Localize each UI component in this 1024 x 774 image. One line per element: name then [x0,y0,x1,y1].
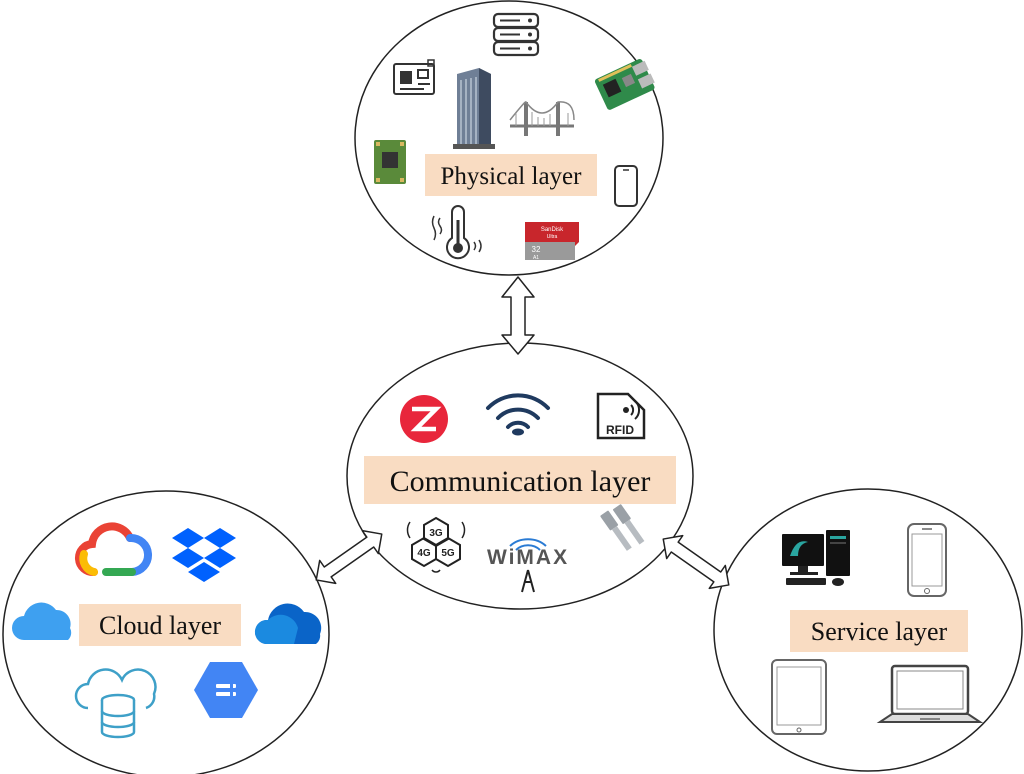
sensor-chip-icon [374,140,406,184]
physical-layer-label-box [425,154,597,196]
service-layer-label-box [790,610,968,652]
arrow-communication-cloud [315,529,383,585]
google-cloud-icon [74,522,152,577]
wimax-text: WiMAX [487,546,569,569]
sd-card-icon: SanDisk Ultra 32 A1 [525,222,579,261]
physical-layer-label: Physical layer [441,163,583,190]
sd-card-brand: SanDisk [541,227,564,233]
rfid-text: RFID [606,423,634,437]
smartphone-icon [614,165,638,207]
circuit-board-icon [393,59,435,95]
onedrive-icon [254,603,322,644]
skyscraper-icon [453,68,495,149]
zigbee-icon [400,395,448,443]
mobile-phone-icon [907,523,947,597]
arrow-communication-service [662,534,730,590]
laptop-icon [876,664,984,723]
physical-layer-circle [354,0,664,276]
google-bigquery-icon [194,662,258,718]
service-layer-label: Service layer [811,617,948,646]
arrow-physical-communication [501,276,535,355]
rfid-icon: RFID [596,392,646,440]
cell-5g-text: 5G [441,548,455,559]
communication-layer-label-box [364,456,676,504]
sd-card-sub: Ultra [547,234,558,240]
server-icon [492,12,540,57]
cloud-database-icon [74,668,157,739]
sd-card-size: 32 [532,245,541,254]
cell-4g-text: 4G [417,548,431,559]
cell-3g-text: 3G [429,528,443,539]
icloud-icon [12,602,72,640]
ethernet-cable-icon [600,504,645,551]
bridge-icon [509,101,575,136]
tablet-icon [771,659,827,735]
desktop-computer-icon [782,530,850,586]
cloud-layer-label-box [79,604,241,646]
raspberry-pi-icon [594,59,655,110]
cloud-layer-label: Cloud layer [99,611,221,640]
communication-layer-label: Communication layer [390,465,651,498]
dropbox-icon [172,528,236,582]
thermometer-icon [431,205,482,260]
sd-card-a1: A1 [533,255,539,261]
wimax-icon: WiMAX [487,538,569,593]
wifi-icon [486,393,550,436]
cellular-3g4g5g-icon: 3G 4G 5G [406,516,466,573]
